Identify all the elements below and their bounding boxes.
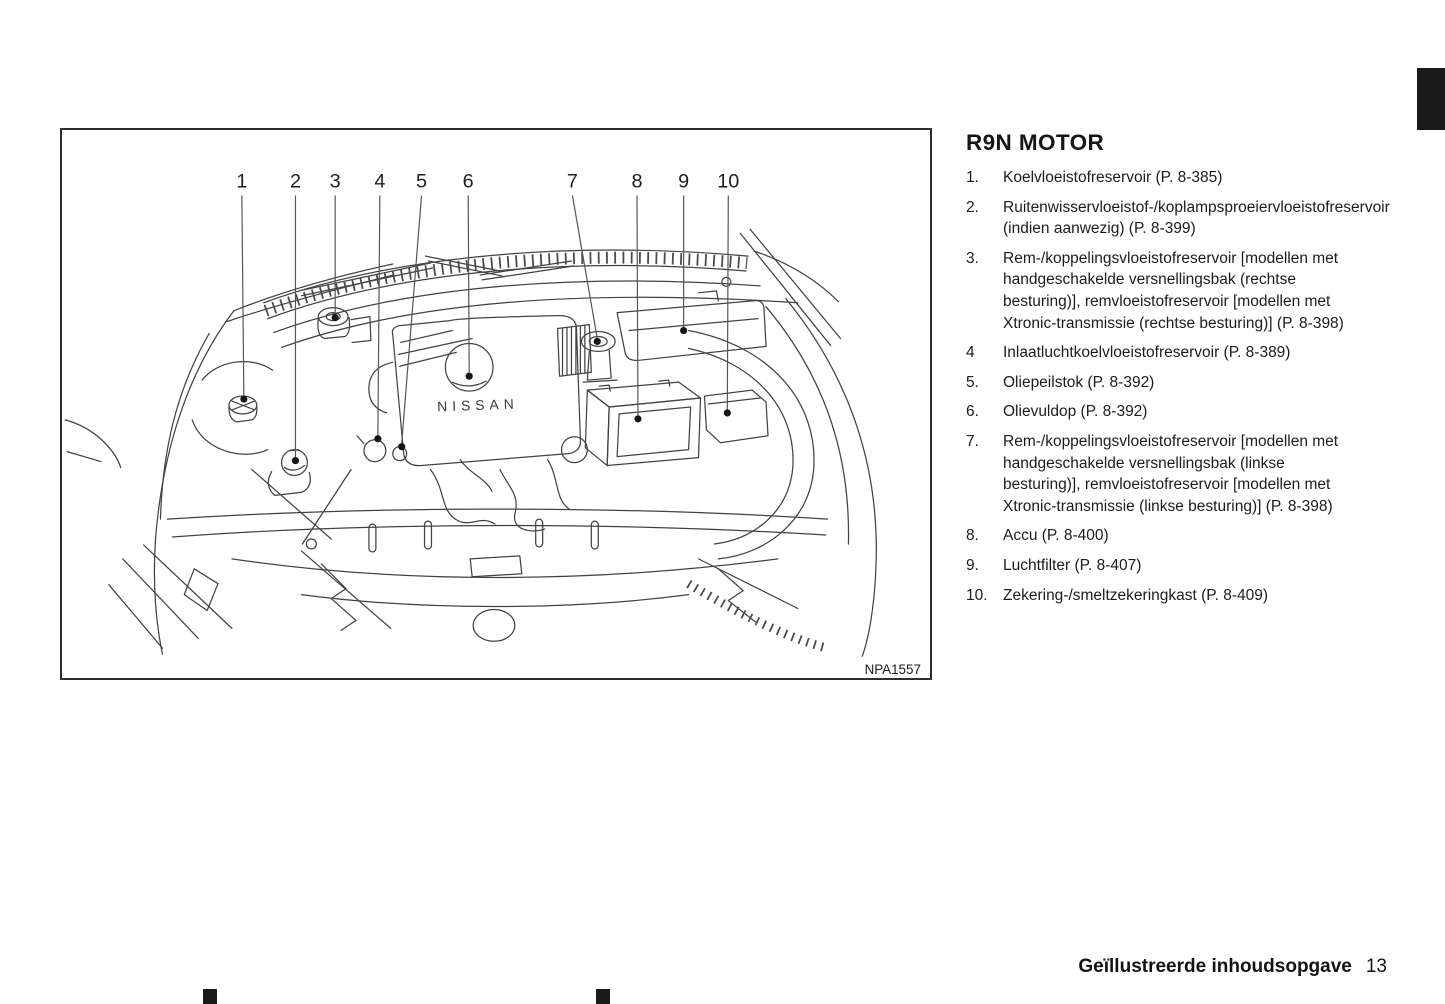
- callout-number: 2: [290, 171, 301, 193]
- item-number: 6.: [966, 403, 979, 421]
- figure-code: NPA1557: [865, 662, 921, 677]
- parts-list: 1. Koelvloeistofreservoir (P. 8-385) 2. …: [966, 167, 1390, 607]
- engine-bay-line-art: 1 2 3 4 5 6 7 8 9 10 NISSAN NPA1557: [64, 171, 921, 677]
- page-footer: Geïllustreerde inhoudsopgave 13: [1078, 956, 1387, 978]
- parts-list-item: 2. Ruitenwisservloeistof-/koplampsproeie…: [966, 197, 1390, 240]
- callout-number: 4: [374, 171, 385, 193]
- callout-number: 9: [678, 171, 689, 193]
- parts-list-item: 3. Rem-/koppelingsvloeistofreservoir [mo…: [966, 248, 1366, 334]
- callout-number: 3: [330, 171, 341, 193]
- item-text: Inlaatluchtkoelvloeistofreservoir (P. 8-…: [1003, 344, 1291, 362]
- callout-numbers: 1 2 3 4 5 6 7 8 9 10: [236, 171, 739, 193]
- item-number: 7.: [966, 432, 979, 450]
- callout-number: 6: [463, 171, 474, 193]
- item-text: Rem-/koppelingsvloeistofreservoir [model…: [1003, 432, 1339, 515]
- callout-number: 8: [631, 171, 642, 193]
- item-number: 5.: [966, 373, 979, 391]
- parts-list-item: 6. Olievuldop (P. 8-392): [966, 401, 1366, 423]
- callout-leader-lines: [241, 195, 729, 458]
- callout-number: 1: [236, 171, 247, 193]
- item-text: Luchtfilter (P. 8-407): [1003, 556, 1142, 574]
- item-number: 3.: [966, 249, 979, 267]
- item-number: 8.: [966, 527, 979, 545]
- print-registration-mark: [596, 989, 610, 1004]
- parts-list-column: R9N MOTOR 1. Koelvloeistofreservoir (P. …: [966, 130, 1390, 614]
- item-number: 10.: [966, 586, 988, 604]
- car-body-outline: [64, 228, 877, 657]
- item-number: 4: [966, 344, 975, 362]
- parts-list-item: 4 Inlaatluchtkoelvloeistofreservoir (P. …: [966, 342, 1366, 364]
- item-number: 1.: [966, 169, 979, 186]
- parts-list-item: 8. Accu (P. 8-400): [966, 525, 1366, 547]
- parts-list-item: 7. Rem-/koppelingsvloeistofreservoir [mo…: [966, 431, 1366, 517]
- page-number: 13: [1365, 956, 1387, 977]
- item-number: 9.: [966, 556, 979, 574]
- section-heading: R9N MOTOR: [966, 130, 1105, 155]
- print-registration-mark: [203, 989, 217, 1004]
- item-text: Koelvloeistofreservoir (P. 8-385): [1003, 169, 1223, 186]
- bumper-hatch: [686, 579, 829, 653]
- callout-number: 10: [717, 171, 739, 193]
- callout-dots: [240, 314, 731, 465]
- nissan-logo-text: NISSAN: [437, 396, 519, 415]
- item-text: Olievuldop (P. 8-392): [1003, 403, 1148, 421]
- item-text: Rem-/koppelingsvloeistofreservoir [model…: [1003, 249, 1344, 332]
- parts-list-item: 5. Oliepeilstok (P. 8-392): [966, 372, 1366, 394]
- parts-list-item: 1. Koelvloeistofreservoir (P. 8-385): [966, 167, 1366, 189]
- item-text: Zekering-/smeltzekeringkast (P. 8-409): [1003, 586, 1269, 604]
- engine-diagram-figure: 1 2 3 4 5 6 7 8 9 10 NISSAN NPA1557: [60, 128, 932, 680]
- chapter-tab-marker: [1417, 68, 1445, 130]
- parts-list-item: 10. Zekering-/smeltzekeringkast (P. 8-40…: [966, 585, 1366, 607]
- item-text: Oliepeilstok (P. 8-392): [1003, 373, 1155, 391]
- callout-number: 5: [416, 171, 427, 193]
- item-text: Accu (P. 8-400): [1003, 527, 1109, 545]
- parts-list-item: 9. Luchtfilter (P. 8-407): [966, 555, 1366, 577]
- callout-number: 7: [567, 171, 578, 193]
- item-number: 2.: [966, 198, 979, 216]
- item-text: Ruitenwisservloeistof-/koplampsproeiervl…: [1003, 198, 1390, 238]
- footer-section-title: Geïllustreerde inhoudsopgave: [1078, 956, 1352, 977]
